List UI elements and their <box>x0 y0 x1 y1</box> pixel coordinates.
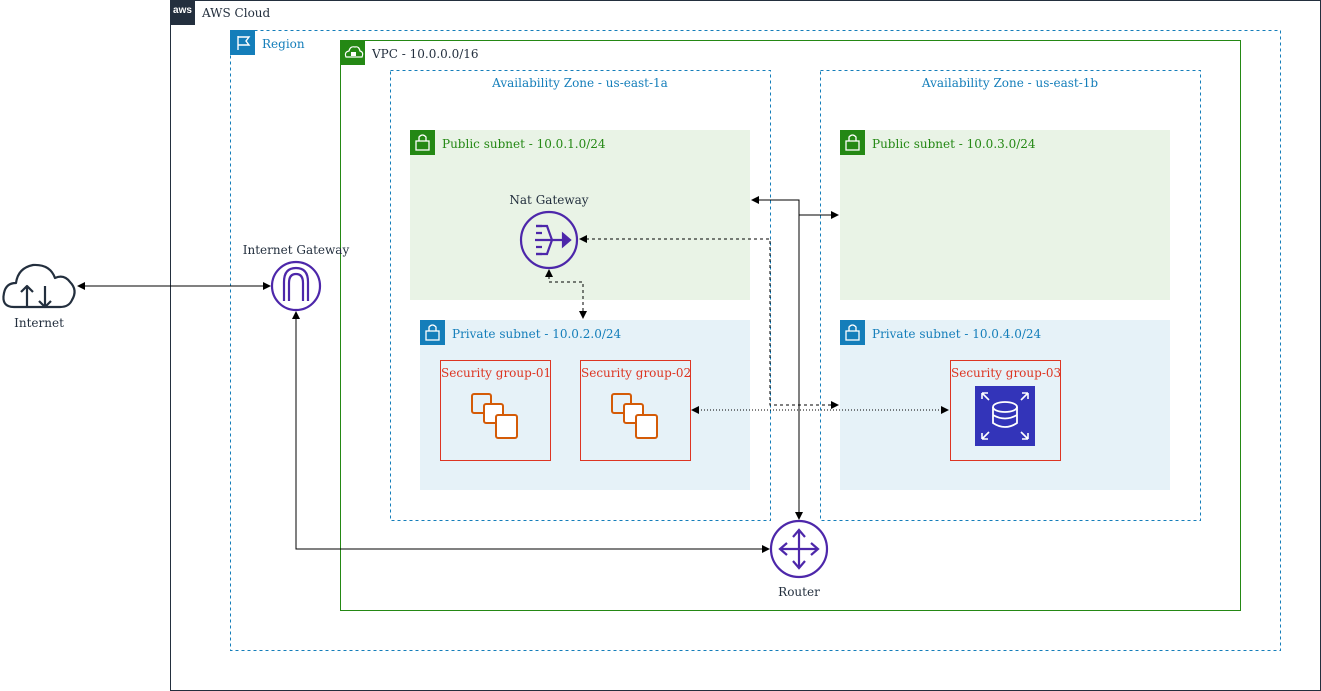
security-group-03-title: Security group-03 <box>951 366 1062 380</box>
connector-nat-private-a <box>545 269 587 319</box>
public-subnet-lock-icon <box>410 130 435 155</box>
security-group-02-title: Security group-02 <box>581 366 692 380</box>
private-subnet-a-title: Private subnet - 10.0.2.0/24 <box>452 327 622 341</box>
private-subnet-lock-icon <box>420 320 445 345</box>
private-subnet-a <box>420 320 750 490</box>
aws-cloud-title: AWS Cloud <box>202 6 271 20</box>
internet-gateway-label: Internet Gateway <box>242 243 350 257</box>
rds-icon <box>975 386 1035 446</box>
vpc-title: VPC - 10.0.0.0/16 <box>372 47 479 61</box>
security-group-03 <box>950 360 1061 461</box>
aws-logo-text: aws <box>173 5 192 16</box>
security-group-01-title: Security group-01 <box>441 366 552 380</box>
region-group <box>230 30 1281 651</box>
public-subnet-b-title: Public subnet - 10.0.3.0/24 <box>872 137 1036 151</box>
connectors <box>77 196 949 553</box>
connector-igw-router <box>292 311 770 553</box>
aws-logo-icon <box>170 0 195 25</box>
vpc-cloud-lock-icon <box>340 40 365 65</box>
internet-label: Internet <box>14 316 64 330</box>
region-title: Region <box>262 37 305 51</box>
router-icon <box>769 519 829 579</box>
private-subnet-lock-icon <box>840 320 865 345</box>
internet-gateway-icon <box>270 260 322 312</box>
private-subnet-b-title: Private subnet - 10.0.4.0/24 <box>872 327 1042 341</box>
internet-cloud-icon <box>2 263 76 309</box>
connector-router-public-a <box>751 196 803 520</box>
connector-nat-subnets <box>579 235 839 409</box>
nat-gateway-icon <box>519 210 579 270</box>
region-flag-icon <box>230 30 255 55</box>
public-subnet-a <box>410 130 750 300</box>
availability-zone-b-title: Availability Zone - us-east-1b <box>921 76 1099 90</box>
public-subnet-lock-icon <box>840 130 865 155</box>
router-label: Router <box>778 585 820 599</box>
public-subnet-a-title: Public subnet - 10.0.1.0/24 <box>442 137 606 151</box>
nat-gateway-label: Nat Gateway <box>509 193 589 207</box>
availability-zone-a-title: Availability Zone - us-east-1a <box>492 76 668 90</box>
public-subnet-b <box>840 130 1170 300</box>
